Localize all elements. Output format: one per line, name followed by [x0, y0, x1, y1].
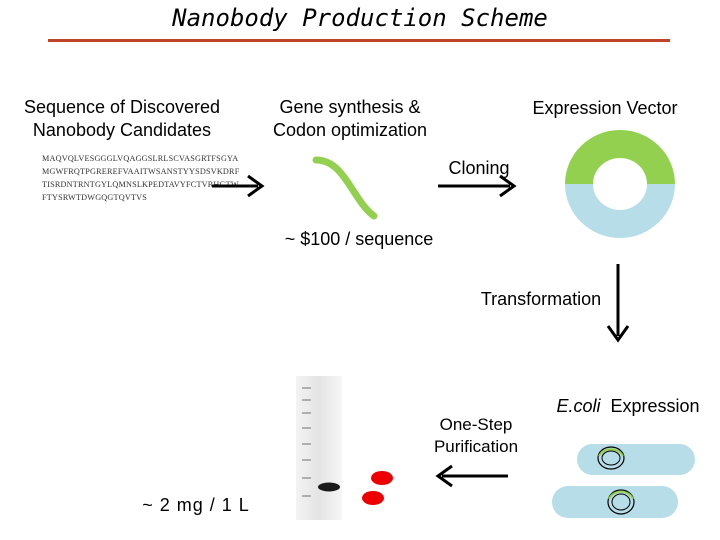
ecoli-expression-text: Expression	[610, 396, 700, 416]
cell-icon	[577, 444, 695, 475]
ecoli-italic: E.coli	[556, 396, 601, 416]
transformation-label: Transformation	[480, 289, 602, 309]
cost-label: ~ $100 / sequence	[284, 229, 434, 249]
cell-icon	[552, 486, 678, 518]
gene-synthesis-label-line2: Codon optimization	[272, 120, 428, 140]
arrow-right-icon	[212, 174, 265, 198]
arrow-left-icon	[435, 464, 508, 488]
gene-synthesis-label: Gene synthesis & Codon optimization	[250, 96, 450, 142]
protein-spot-icon	[371, 471, 393, 485]
expression-vector-label: Expression Vector	[532, 98, 678, 118]
sequence-label-line1: Sequence of Discovered	[23, 97, 221, 117]
gene-synthesis-label-line1: Gene synthesis &	[279, 97, 421, 117]
sequence-label: Sequence of Discovered Nanobody Candidat…	[8, 96, 236, 142]
cloning-label: Cloning	[448, 158, 510, 178]
sequence-label-line2: Nanobody Candidates	[32, 120, 212, 140]
yield-label: ~ 2 mg / 1 L	[142, 495, 250, 515]
purification-label: One-Step Purification	[420, 414, 532, 458]
plasmid-icon	[565, 130, 675, 238]
title-underline	[48, 39, 670, 42]
gel-icon	[296, 376, 342, 520]
purification-label-line1: One-Step	[439, 415, 513, 434]
protein-spot-icon	[362, 491, 384, 505]
ecoli-expression-label: E.coli Expression	[540, 395, 716, 418]
nanobody-sequence: MAQVQLVESGGGLVQAGGSLRLSCVASGRTFSGYAMGWFR…	[42, 154, 240, 202]
arrow-right-icon	[438, 174, 517, 198]
dna-strand-icon	[312, 156, 378, 220]
page-title: Nanobody Production Scheme	[172, 4, 548, 32]
purification-label-line2: Purification	[433, 437, 519, 456]
arrow-down-icon	[606, 264, 630, 343]
